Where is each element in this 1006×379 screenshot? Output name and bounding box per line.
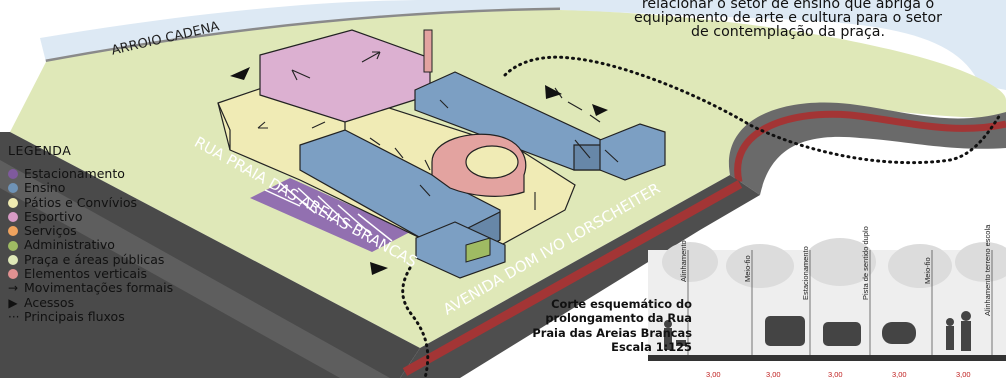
section-label: Meio-fio bbox=[923, 257, 932, 284]
caption-line: de contemplação da praça. bbox=[691, 24, 885, 40]
section-title-line: Praia das Areias Brancas bbox=[532, 325, 692, 340]
legend-label: Praça e áreas públicas bbox=[24, 251, 165, 267]
dimension-value: 3,00 bbox=[706, 370, 721, 379]
legend-label: Acessos bbox=[24, 294, 75, 310]
dimension-value: 3,00 bbox=[956, 370, 971, 379]
caption-line: relacionar o setor de ensino que abriga … bbox=[641, 0, 935, 12]
legend-item: Esportivo bbox=[8, 208, 238, 224]
legend-title: LEGENDA bbox=[8, 143, 72, 158]
section-title: Corte esquemático do prolongamento da Ru… bbox=[470, 297, 692, 355]
caption-line: equipamento de arte e cultura para o set… bbox=[634, 10, 942, 26]
arroio-water bbox=[40, 0, 1006, 90]
vertical-element bbox=[431, 133, 527, 197]
legend-label: Administrativo bbox=[24, 237, 115, 253]
legend-item: Ensino bbox=[8, 180, 238, 196]
legend-label: Ensino bbox=[24, 180, 66, 196]
legend-item: → Movimentações formais bbox=[8, 280, 238, 296]
legend-swatch bbox=[8, 240, 18, 251]
legend-swatch bbox=[8, 254, 18, 265]
main-flow-top bbox=[503, 55, 1002, 165]
caption-text: relacionar o setor de ensino que abriga … bbox=[572, 0, 1004, 39]
avenida-red bbox=[402, 180, 743, 376]
section-title-line: Corte esquemático do bbox=[551, 297, 692, 311]
rua-road bbox=[0, 132, 420, 378]
legend-item: Praça e áreas públicas bbox=[8, 251, 238, 267]
legend-swatch bbox=[8, 212, 18, 223]
dimension-value: 3,00 bbox=[766, 370, 781, 379]
section-label: Alinhamento terreno escola bbox=[983, 224, 992, 316]
legend-swatch bbox=[8, 169, 18, 180]
legend-item: Pátios e Convívios bbox=[8, 194, 238, 210]
legend-label: Movimentações formais bbox=[24, 280, 174, 296]
legend-label: Serviços bbox=[24, 223, 77, 239]
section-label: Meio-fio bbox=[743, 255, 752, 282]
legend-item: Serviços bbox=[8, 223, 238, 239]
legend-label: Esportivo bbox=[24, 208, 83, 224]
parking-area bbox=[250, 178, 410, 252]
legend-item: Elementos verticais bbox=[8, 266, 238, 282]
movement-arrows bbox=[257, 51, 619, 210]
legend-label: Estacionamento bbox=[24, 166, 125, 181]
triangle-right-icon: ▶ bbox=[8, 295, 18, 310]
legend-item: Estacionamento bbox=[8, 166, 238, 181]
street-section bbox=[648, 238, 1006, 361]
rua-road-light bbox=[0, 160, 390, 378]
section-label: Estacionamento bbox=[801, 246, 810, 300]
section-label: Pista de sentido duplo bbox=[861, 226, 870, 300]
legend-swatch bbox=[8, 226, 18, 237]
section-title-line: prolongamento da Rua bbox=[545, 311, 692, 326]
legend-swatch bbox=[8, 183, 18, 194]
legend-swatch bbox=[8, 197, 18, 208]
legend-swatch bbox=[8, 269, 18, 280]
curved-road-red bbox=[734, 110, 1006, 183]
legend-label: Principais fluxos bbox=[24, 308, 125, 324]
legend-item: Administrativo bbox=[8, 238, 238, 252]
section-label: Alinhamento bbox=[679, 240, 688, 282]
legend-item: ··· Principais fluxos bbox=[8, 308, 238, 324]
dotted-line-icon: ··· bbox=[8, 309, 20, 324]
ensino-blocks bbox=[299, 71, 666, 279]
section-title-line: Escala 1:125 bbox=[611, 340, 692, 355]
legend-item: ▶ Acessos bbox=[8, 294, 238, 310]
main-flow-bottom bbox=[401, 266, 430, 378]
arrow-right-icon: → bbox=[8, 281, 19, 296]
dimension-value: 3,00 bbox=[892, 370, 907, 379]
access-triangles bbox=[230, 67, 608, 275]
legend-label: Pátios e Convívios bbox=[24, 194, 138, 210]
chimney bbox=[423, 29, 433, 73]
dimension-value: 3,00 bbox=[828, 370, 843, 379]
legend-label: Elementos verticais bbox=[24, 266, 148, 282]
admin-block bbox=[465, 237, 491, 263]
